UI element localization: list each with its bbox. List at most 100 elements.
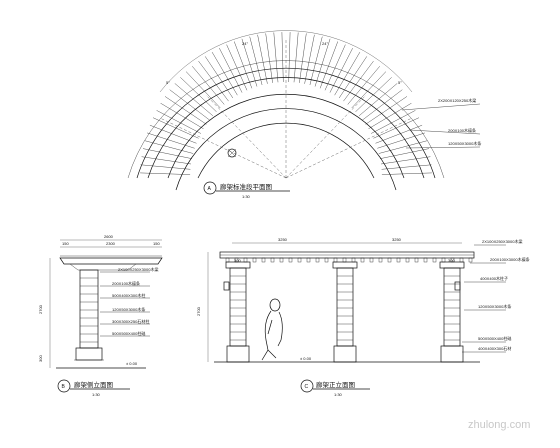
rafters xyxy=(140,32,432,175)
joist xyxy=(297,257,302,263)
joist xyxy=(252,257,257,263)
rafter xyxy=(314,38,331,87)
front-label: 400X400木柱子 xyxy=(480,275,508,281)
rafter xyxy=(365,96,408,125)
front-title: 廊架正立面图 xyxy=(316,380,355,389)
rafter xyxy=(257,34,268,84)
top-beam xyxy=(59,257,163,265)
side-label: 200X100木檩条 xyxy=(112,280,140,286)
outer-arc xyxy=(136,67,436,179)
joist xyxy=(432,257,437,263)
rafter xyxy=(140,164,191,170)
rafter xyxy=(338,56,367,99)
front-scale: 1:30 xyxy=(334,392,343,397)
stone-column xyxy=(439,261,465,363)
rafter xyxy=(319,41,338,89)
side-label: 120X50X3000木条 xyxy=(112,306,145,312)
rafter xyxy=(174,83,214,116)
plan-title: 廊架标准段平面图 xyxy=(220,182,272,191)
front-dim-small: 300 xyxy=(448,258,455,263)
joist xyxy=(225,257,230,263)
joist xyxy=(468,257,473,263)
inner-ring xyxy=(175,108,397,191)
side-dim: 2600 xyxy=(104,234,114,239)
column-symbol-cross xyxy=(227,148,237,158)
joists xyxy=(225,257,473,263)
rafter xyxy=(362,89,403,121)
beam-arc-inner xyxy=(197,122,375,179)
rafter xyxy=(309,36,323,86)
side-base: 300 xyxy=(38,355,43,362)
joist xyxy=(414,257,419,263)
beam-arc-outer xyxy=(167,93,405,179)
radial-line xyxy=(159,117,287,179)
rafter xyxy=(329,48,353,93)
side-label: 300X300X250石材柱 xyxy=(112,318,149,324)
front-label: 500X500X400柱础 xyxy=(478,335,511,341)
wall-lamp xyxy=(454,281,461,291)
title-marker-circle xyxy=(300,379,314,393)
stone-column xyxy=(225,261,251,363)
rafter xyxy=(368,103,412,129)
rafter xyxy=(347,66,380,105)
side-elevation: 2600 150 2300 150 2700 300 2X100X250X300… xyxy=(38,234,163,397)
rafter xyxy=(299,33,307,83)
title-marker-circle xyxy=(203,181,217,195)
joist xyxy=(324,257,329,263)
angle-dim: 5° xyxy=(398,80,402,85)
joist xyxy=(459,257,464,263)
rafter xyxy=(241,38,258,87)
side-label: 2X100X250X3000木梁 xyxy=(118,266,158,272)
angle-dim: 24° xyxy=(242,41,248,46)
rafter xyxy=(380,156,431,165)
front-dim: 3250 xyxy=(392,237,402,242)
column-stones xyxy=(80,277,98,343)
angle-dim: 24° xyxy=(322,41,328,46)
rafter xyxy=(273,32,279,83)
side-scale: 1:30 xyxy=(92,392,101,397)
front-dim-small: 300 xyxy=(234,258,241,263)
rafter xyxy=(343,60,374,102)
front-elevation: 3250 3250 300 300 2700 ± 0.00 2X100X250X… xyxy=(196,237,530,397)
rafter xyxy=(160,103,204,129)
column-symbol xyxy=(227,148,237,158)
rafter xyxy=(180,77,217,112)
watermark: zhulong.com xyxy=(468,419,530,431)
front-label: 120X50X3000木条 xyxy=(478,303,511,309)
joist xyxy=(306,257,311,263)
rafter xyxy=(381,172,432,175)
plan-label: 2X200X120X250木梁 xyxy=(438,97,476,103)
front-level: ± 0.00 xyxy=(300,356,312,361)
beam-bracket xyxy=(69,263,137,271)
rafter xyxy=(142,148,193,159)
joist xyxy=(351,257,356,263)
rafter xyxy=(265,33,273,83)
rafter xyxy=(147,132,195,149)
rafter xyxy=(373,117,420,139)
leader-line xyxy=(409,129,481,135)
rafter xyxy=(381,164,432,170)
radial-line xyxy=(205,94,287,179)
joist xyxy=(441,257,446,263)
column-base xyxy=(75,347,103,361)
side-level: ± 0.00 xyxy=(126,361,138,366)
rafter xyxy=(324,44,346,91)
rafter xyxy=(375,125,423,144)
rafter xyxy=(379,148,430,159)
joist xyxy=(279,257,284,263)
rafter xyxy=(141,156,192,165)
title-marker: B xyxy=(62,384,66,390)
plan-view: 5° 24° 24° 5° 2X200X120X250木梁 200X100木檩条… xyxy=(127,30,481,199)
leader-line xyxy=(405,146,481,149)
joist xyxy=(333,257,338,263)
joist xyxy=(378,257,383,263)
rafter xyxy=(334,51,361,96)
rafter xyxy=(149,125,197,144)
joist xyxy=(288,257,293,263)
rafter xyxy=(156,110,201,134)
title-marker-circle xyxy=(57,379,71,393)
joist xyxy=(270,257,275,263)
rafter xyxy=(288,32,291,83)
rafter xyxy=(304,34,315,84)
angle-dim: 5° xyxy=(166,80,170,85)
